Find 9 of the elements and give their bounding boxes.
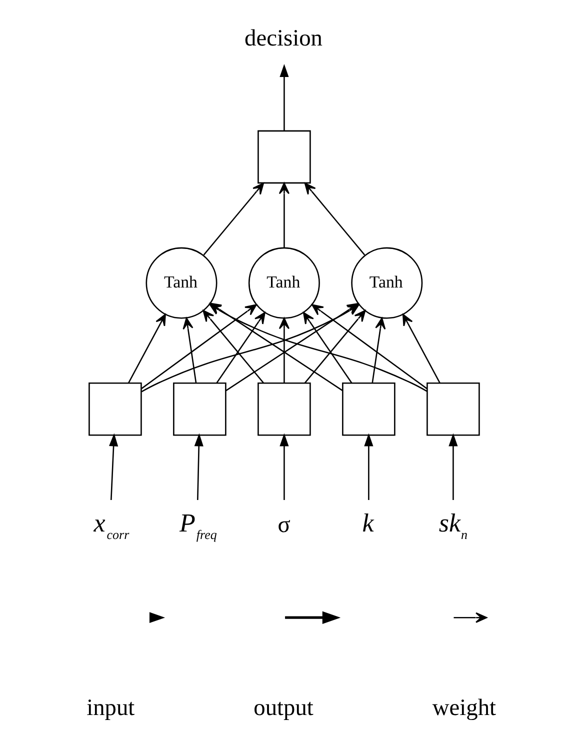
- legend-label: input: [86, 694, 135, 721]
- node-text: x$_{corr}$: [94, 508, 130, 542]
- node-text: σ: [278, 512, 290, 538]
- legend-label: output: [254, 694, 314, 721]
- node-text: sk$_{n}$: [438, 508, 468, 542]
- node-text: k: [362, 508, 374, 538]
- node-text: P$_{freq}$: [180, 508, 217, 542]
- legend-label: weight: [432, 694, 496, 721]
- node-text: decision: [244, 26, 323, 52]
